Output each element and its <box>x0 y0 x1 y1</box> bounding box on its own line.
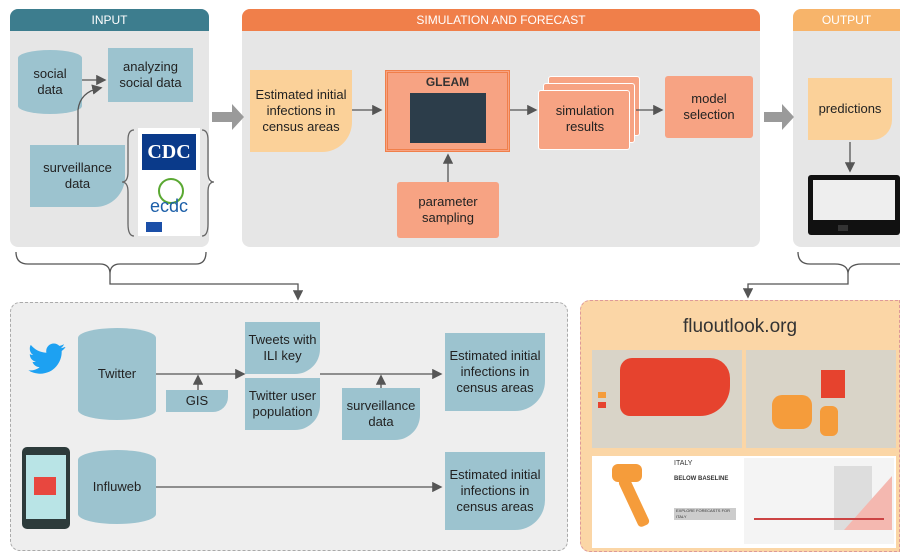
twitter-label: Twitter <box>97 366 137 381</box>
italy-report: ITALY BELOW BASELINE EXPLORE FORECASTS F… <box>592 456 896 548</box>
europe-map <box>746 350 896 448</box>
italy-forecast-chart <box>744 458 894 544</box>
gis-box: GIS <box>166 390 228 412</box>
analyzing-box: analyzing social data <box>108 48 193 102</box>
surveillance-doc: surveillance data <box>30 145 125 207</box>
eu-flag-icon <box>146 222 162 232</box>
globe-icon <box>158 178 184 204</box>
twitter-population-box: Twitter user population <box>245 378 320 430</box>
twitter-cylinder: Twitter <box>78 328 156 420</box>
estimated-twitter-label: Estimated initial infections in census a… <box>449 348 541 395</box>
cdc-logo: CDC <box>142 134 196 170</box>
predictions-label: predictions <box>818 101 882 116</box>
input-header: INPUT <box>10 9 209 31</box>
parameter-sampling-label: parameter sampling <box>418 194 478 225</box>
estimated-infections-box: Estimated initial infections in census a… <box>250 70 352 152</box>
gleam-title: GLEAM <box>425 75 470 89</box>
na-map <box>592 350 742 448</box>
model-selection-label: model selection <box>683 91 735 122</box>
estimated-influweb-label: Estimated initial infections in census a… <box>449 467 541 514</box>
gleam-screenshot <box>410 93 486 143</box>
tweets-ili-box: Tweets with ILI key <box>245 322 320 374</box>
twitter-bird-icon <box>27 343 67 375</box>
influweb-phone-icon <box>22 447 70 529</box>
influweb-label: Influweb <box>92 479 142 494</box>
logos-box: CDC ecdc <box>138 128 200 236</box>
gis-label: GIS <box>185 393 209 408</box>
model-selection-box: model selection <box>665 76 753 138</box>
output-header: OUTPUT <box>793 9 900 31</box>
social-data-cylinder: social data <box>18 50 82 114</box>
social-data-label: social data <box>33 66 67 97</box>
surveillance-label: surveillance data <box>43 160 112 191</box>
simulation-header: SIMULATION AND FORECAST <box>242 9 760 31</box>
estimated-infections-twitter: Estimated initial infections in census a… <box>445 333 545 411</box>
simulation-results-label: simulation results <box>555 103 615 134</box>
italy-country: ITALY <box>674 460 693 467</box>
italy-map <box>600 462 662 540</box>
analyzing-label: analyzing social data <box>119 59 182 90</box>
monitor-icon <box>808 175 900 235</box>
bottom-surveillance-label: surveillance data <box>346 398 416 429</box>
estimated-infections-label: Estimated initial infections in census a… <box>255 87 347 134</box>
ecdc-logo: ecdc <box>149 196 189 216</box>
gleam-box: GLEAM <box>385 70 510 152</box>
influweb-cylinder: Influweb <box>78 450 156 524</box>
tweets-ili-label: Tweets with ILI key <box>248 332 317 363</box>
fluoutlook-title: fluoutlook.org <box>682 316 798 337</box>
bottom-surveillance-box: surveillance data <box>342 388 420 440</box>
italy-status: BELOW BASELINE <box>674 476 729 482</box>
twitter-population-label: Twitter user population <box>248 388 317 419</box>
parameter-sampling-box: parameter sampling <box>397 182 499 238</box>
simulation-results-stack <box>538 76 640 150</box>
predictions-box: predictions <box>808 78 892 140</box>
estimated-infections-influweb: Estimated initial infections in census a… <box>445 452 545 530</box>
explore-button[interactable]: EXPLORE FORECASTS FOR ITALY <box>674 508 736 520</box>
